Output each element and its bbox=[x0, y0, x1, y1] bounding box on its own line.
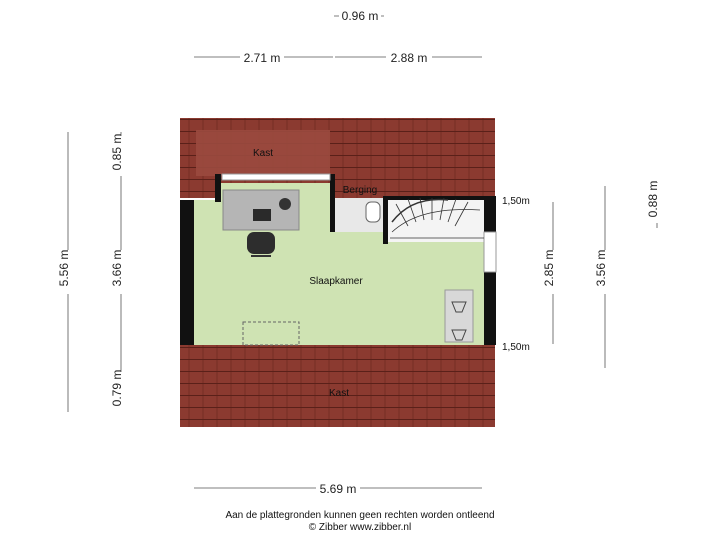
dim-right-mid: 2.85 m bbox=[542, 250, 556, 287]
dim-left-total: 5.56 m bbox=[57, 250, 71, 287]
dashed-outline bbox=[242, 321, 300, 346]
dim-left-bottom: 0.79 m bbox=[110, 370, 124, 407]
dim-top-right: 2.88 m bbox=[391, 51, 428, 65]
lamp-icon bbox=[279, 198, 291, 210]
window-top bbox=[221, 173, 331, 181]
toilet-icon bbox=[365, 201, 381, 223]
wall-berging-right bbox=[383, 198, 388, 244]
height-line-upper: 1,50m bbox=[502, 196, 530, 207]
dim-left-mid: 3.66 m bbox=[110, 250, 124, 287]
window-right bbox=[483, 231, 497, 273]
dim-right-top: 0.88 m bbox=[646, 181, 660, 218]
kast-bottom-label: Kast bbox=[329, 388, 349, 399]
roof-bottom bbox=[180, 345, 495, 427]
dim-top-left: 2.71 m bbox=[244, 51, 281, 65]
wall-left bbox=[180, 200, 194, 345]
cabinet-right-symbol bbox=[451, 301, 467, 341]
office-chair-icon bbox=[247, 232, 275, 254]
slaapkamer-label: Slaapkamer bbox=[309, 276, 363, 287]
dim-left-top: 0.85 m bbox=[110, 134, 124, 171]
monitor-icon bbox=[253, 209, 271, 221]
wall-stair-top bbox=[383, 196, 496, 200]
footer-copyright: © Zibber www.zibber.nl bbox=[308, 522, 412, 533]
stair-area bbox=[388, 198, 484, 242]
wall-berging-left bbox=[330, 174, 335, 232]
kast-top-label: Kast bbox=[253, 148, 273, 159]
kast-top-area bbox=[196, 130, 330, 176]
berging-label: Berging bbox=[343, 185, 377, 196]
height-line-lower: 1,50m bbox=[502, 342, 530, 353]
staircase bbox=[390, 197, 484, 239]
dim-bottom: 5.69 m bbox=[320, 482, 357, 496]
wall-ext-left bbox=[215, 174, 221, 202]
cabinet-right bbox=[444, 289, 474, 343]
dim-top-small: 0.96 m bbox=[342, 9, 379, 23]
dim-right-total: 3.56 m bbox=[594, 250, 608, 287]
footer-disclaimer: Aan de plattegronden kunnen geen rechten… bbox=[225, 510, 495, 521]
